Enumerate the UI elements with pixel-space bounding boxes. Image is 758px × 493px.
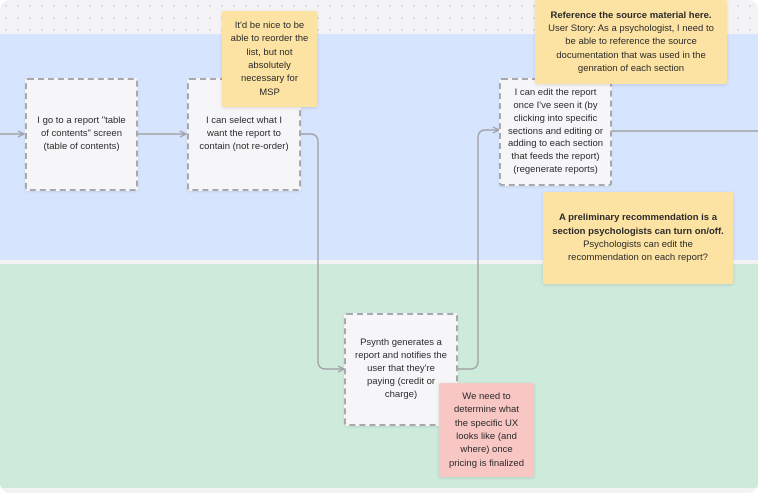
card-table-of-contents-text: I go to a report "table of contents" scr… <box>37 115 126 152</box>
sticky-note-reorder[interactable]: It'd be nice to be able to reorder the l… <box>222 11 317 107</box>
sticky-note-pricing[interactable]: We need to determine what the specific U… <box>439 383 534 477</box>
card-select-content-text: I can select what I want the report to c… <box>199 115 289 152</box>
card-table-of-contents[interactable]: I go to a report "table of contents" scr… <box>25 78 138 191</box>
sticky-note-pricing-text: We need to determine what the specific U… <box>449 391 524 469</box>
card-edit-report[interactable]: I can edit the report once I've seen it … <box>499 78 612 186</box>
sticky-note-reference-body: User Story: As a psychologist, I need to… <box>548 23 714 74</box>
sticky-note-recommendation-body: Psychologists can edit the recommendatio… <box>568 239 708 264</box>
card-generate-report-text: Psynth generates a report and notifies t… <box>355 337 447 400</box>
sticky-note-reference-source[interactable]: Reference the source material here. User… <box>535 0 727 84</box>
sticky-note-reorder-text: It'd be nice to be able to reorder the l… <box>230 20 309 98</box>
sticky-note-recommendation-title: A preliminary recommendation is a sectio… <box>552 212 724 237</box>
card-edit-report-text: I can edit the report once I've seen it … <box>507 87 604 176</box>
card-generate-report[interactable]: Psynth generates a report and notifies t… <box>344 313 458 426</box>
connector-select-to-generate <box>301 133 344 369</box>
sticky-note-recommendation[interactable]: A preliminary recommendation is a sectio… <box>543 192 733 284</box>
connector-generate-to-edit <box>458 130 499 370</box>
sticky-note-reference-title: Reference the source material here. <box>550 9 712 21</box>
